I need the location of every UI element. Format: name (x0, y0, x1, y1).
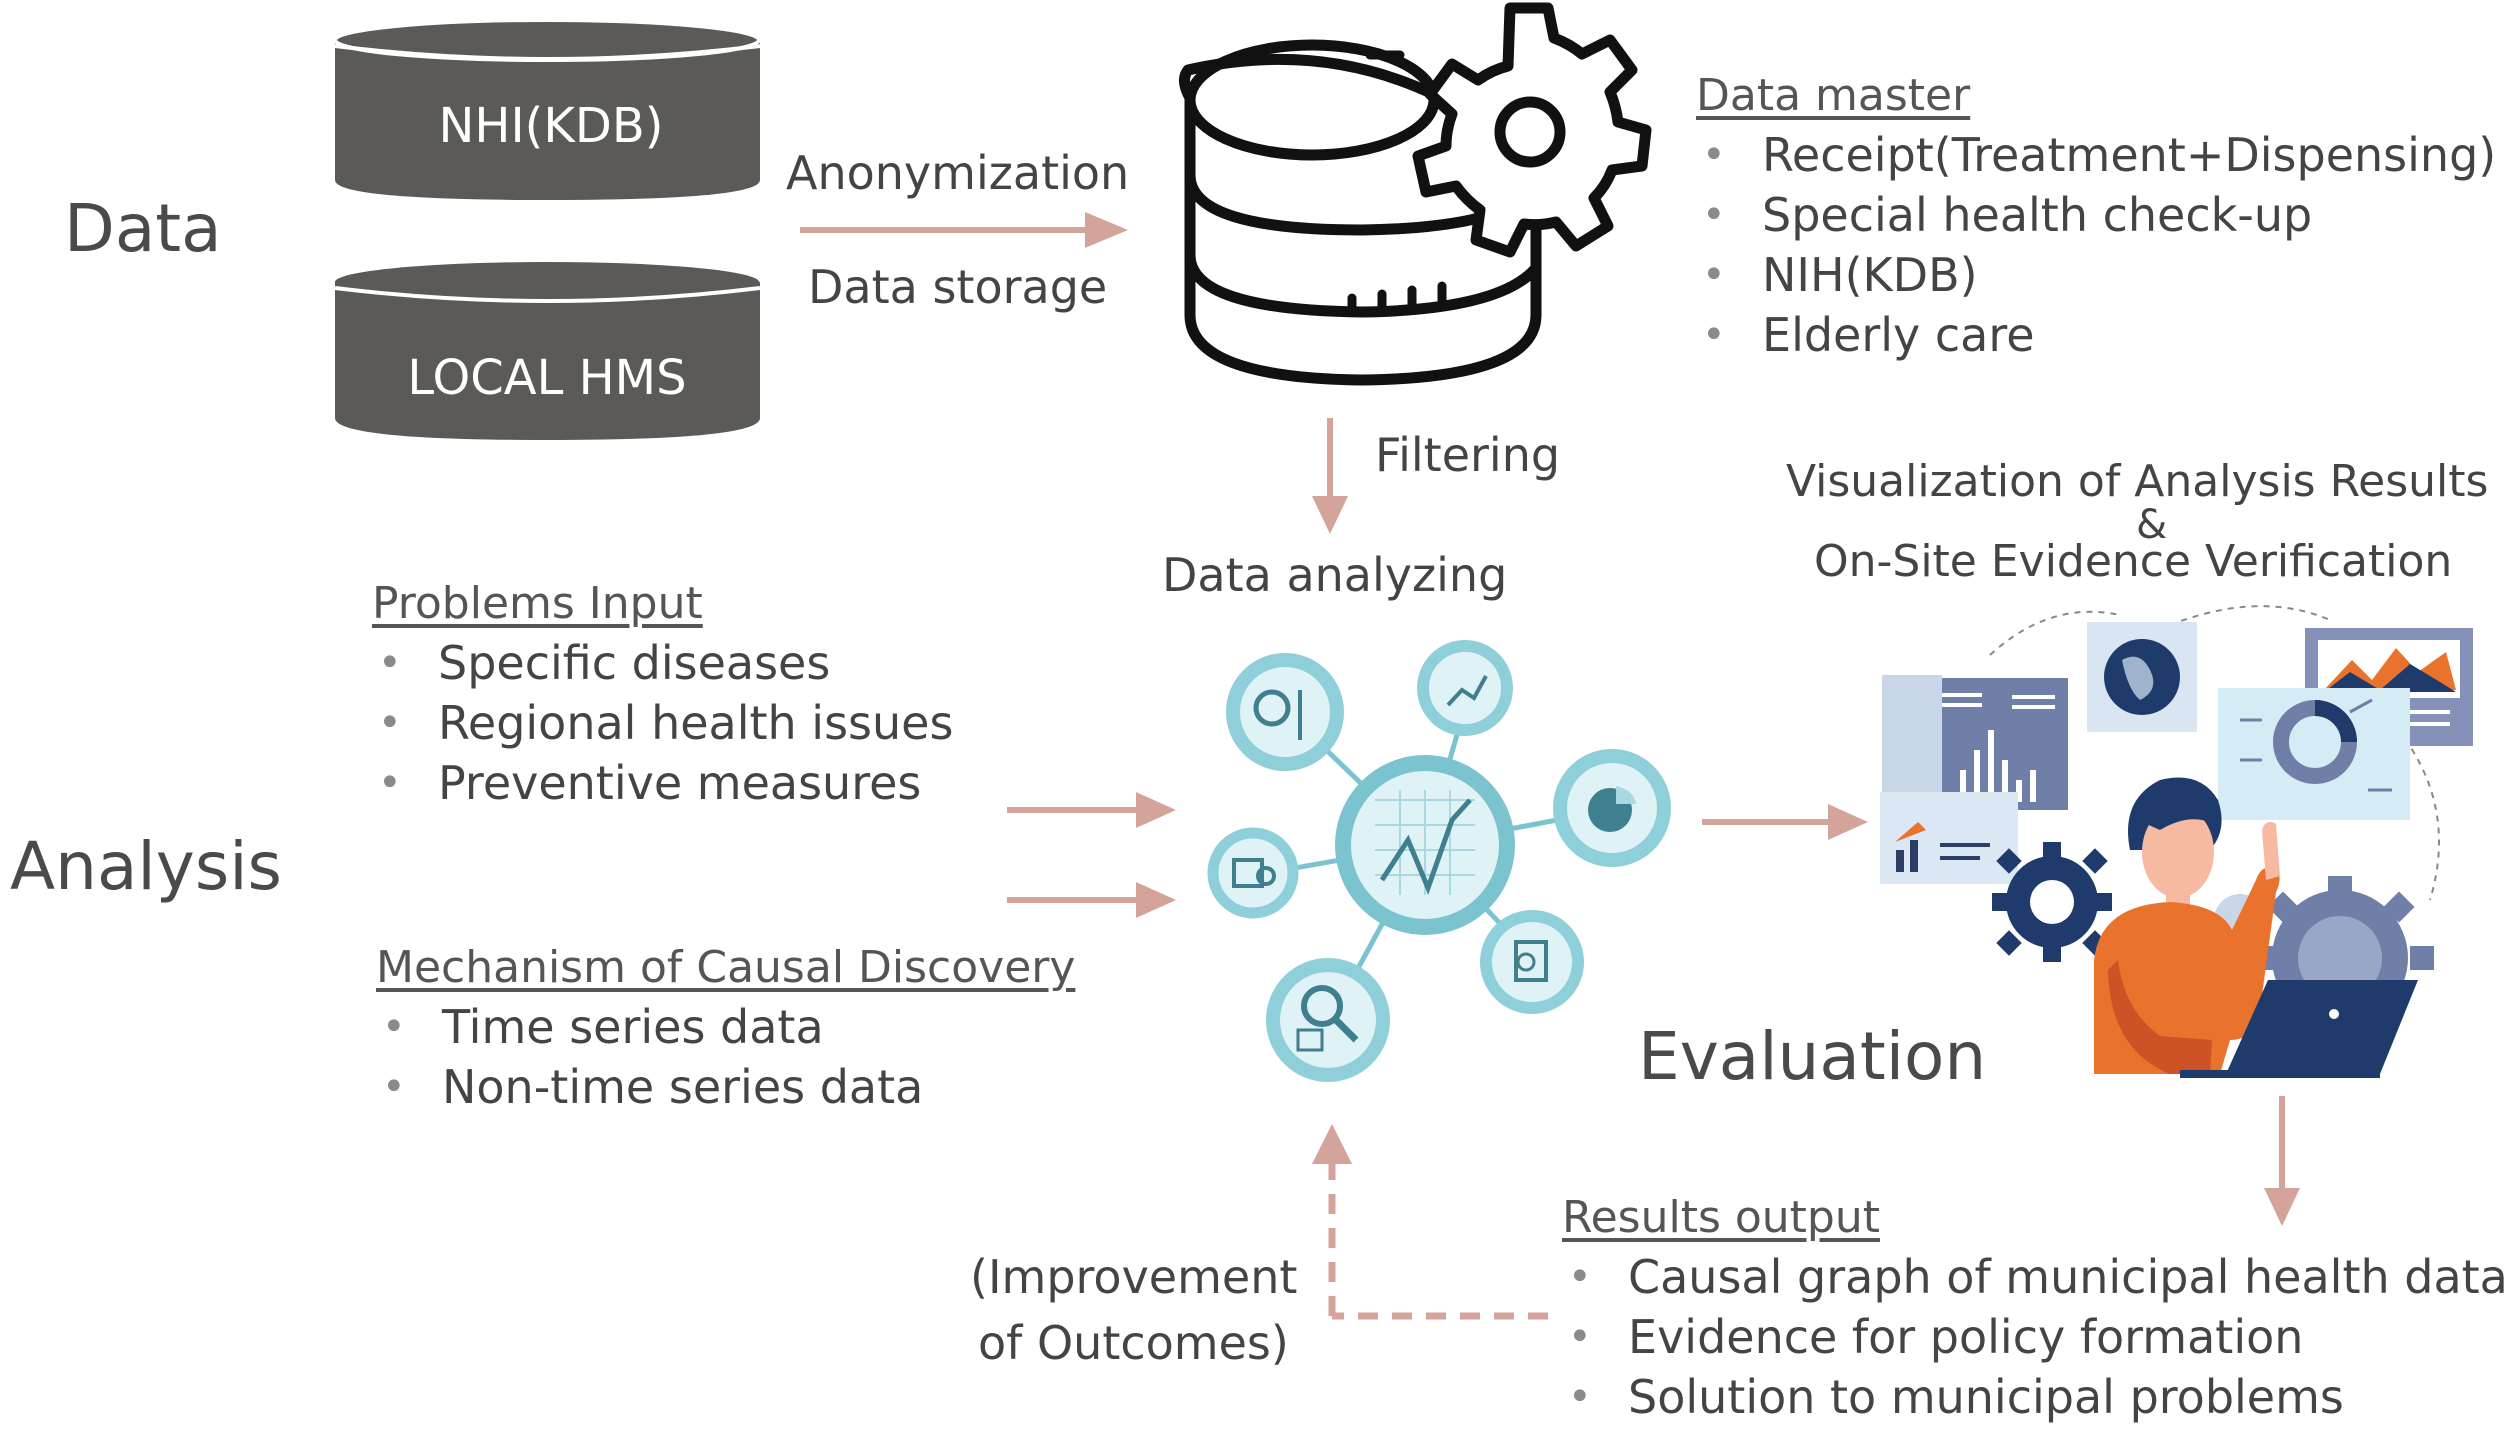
bullet-icon: • (378, 700, 402, 746)
bullet-icon: • (1568, 1254, 1592, 1300)
bullet-icon: • (1568, 1374, 1592, 1420)
visualization-title-amp: & (2136, 502, 2168, 548)
bar-chart-panel (1928, 678, 2068, 810)
local-hms-database-label: LOCAL HMS (407, 350, 686, 406)
data-master-title: Data master (1696, 70, 1971, 121)
problems-input-item: •Regional health issues (372, 693, 953, 753)
node-document-chart-icon (1480, 910, 1584, 1014)
evaluation-illustration (1880, 605, 2473, 1078)
node-search-icon (1226, 653, 1344, 771)
person-illustration (2094, 777, 2418, 1078)
anonymization-arrow (800, 212, 1128, 248)
causal-discovery-arrow (1007, 882, 1176, 918)
local-hms-database: LOCAL HMS (334, 262, 761, 440)
data-analyzing-label: Data analyzing (1162, 548, 1508, 602)
section-label-data: Data (64, 190, 222, 267)
laptop-icon (2226, 980, 2418, 1074)
results-output-item: •Causal graph of municipal health data (1562, 1247, 2504, 1307)
results-output-block: Results output •Causal graph of municipa… (1562, 1192, 2504, 1427)
problems-input-item: •Specific diseases (372, 633, 953, 693)
problems-input-item: •Preventive measures (372, 753, 953, 813)
causal-discovery-block: Mechanism of Causal Discovery •Time seri… (376, 942, 1075, 1117)
section-label-evaluation: Evaluation (1638, 1018, 1987, 1095)
results-output-item: •Solution to municipal problems (1562, 1367, 2504, 1427)
node-pie-chart-icon (1553, 749, 1671, 867)
results-output-item: •Evidence for policy formation (1562, 1307, 2504, 1367)
bullet-icon: • (1702, 252, 1726, 298)
results-output-title: Results output (1562, 1192, 1880, 1243)
node-magnifier-report-icon (1266, 958, 1390, 1082)
results-output-arrow (2264, 1096, 2300, 1226)
causal-discovery-title: Mechanism of Causal Discovery (376, 942, 1076, 993)
bullet-icon: • (1702, 132, 1726, 178)
gear-icon-left (1992, 842, 2112, 962)
data-master-item: •Elderly care (1696, 305, 2496, 365)
section-label-analysis: Analysis (10, 828, 282, 905)
data-master-item: •Special health check-up (1696, 185, 2496, 245)
nhi-database: NHI(KDB) (333, 18, 761, 200)
filtering-arrow (1312, 418, 1348, 534)
bullet-icon: • (382, 1064, 406, 1110)
evaluation-arrow (1702, 804, 1868, 840)
node-binary-chart-icon (1417, 640, 1513, 736)
data-master-item: •Receipt(Treatment+Dispensing) (1696, 125, 2496, 185)
nhi-database-label: NHI(KDB) (439, 98, 664, 154)
bullet-icon: • (1568, 1314, 1592, 1360)
filtering-label: Filtering (1375, 428, 1561, 482)
visualization-title-line1: Visualization of Analysis Results (1786, 456, 2489, 507)
visualization-title-line2: On-Site Evidence Verification (1814, 536, 2453, 587)
problems-input-arrow (1007, 792, 1176, 828)
improvement-feedback-arrow (1312, 1124, 1548, 1320)
improvement-label-line2: of Outcomes) (978, 1316, 1289, 1370)
improvement-label-line1: (Improvement (970, 1250, 1298, 1304)
bullet-icon: • (378, 640, 402, 686)
causal-discovery-item: •Time series data (376, 997, 1075, 1057)
hub-chart-icon (1335, 755, 1515, 935)
problems-input-title: Problems Input (372, 578, 703, 629)
problems-input-block: Problems Input •Specific diseases •Regio… (372, 578, 953, 813)
anonymization-label: Anonymization (786, 146, 1130, 200)
data-master-block: Data master •Receipt(Treatment+Dispensin… (1696, 70, 2496, 365)
bullet-icon: • (1702, 192, 1726, 238)
analysis-network (1207, 640, 1671, 1082)
data-master-item: •NIH(KDB) (1696, 245, 2496, 305)
bullet-icon: • (382, 1004, 406, 1050)
bullet-icon: • (378, 760, 402, 806)
node-report-search-icon (1207, 827, 1299, 919)
data-storage-label: Data storage (808, 260, 1108, 314)
database-gear-icon (1179, 2, 1652, 386)
causal-discovery-item: •Non-time series data (376, 1057, 1075, 1117)
bullet-icon: • (1702, 312, 1726, 358)
